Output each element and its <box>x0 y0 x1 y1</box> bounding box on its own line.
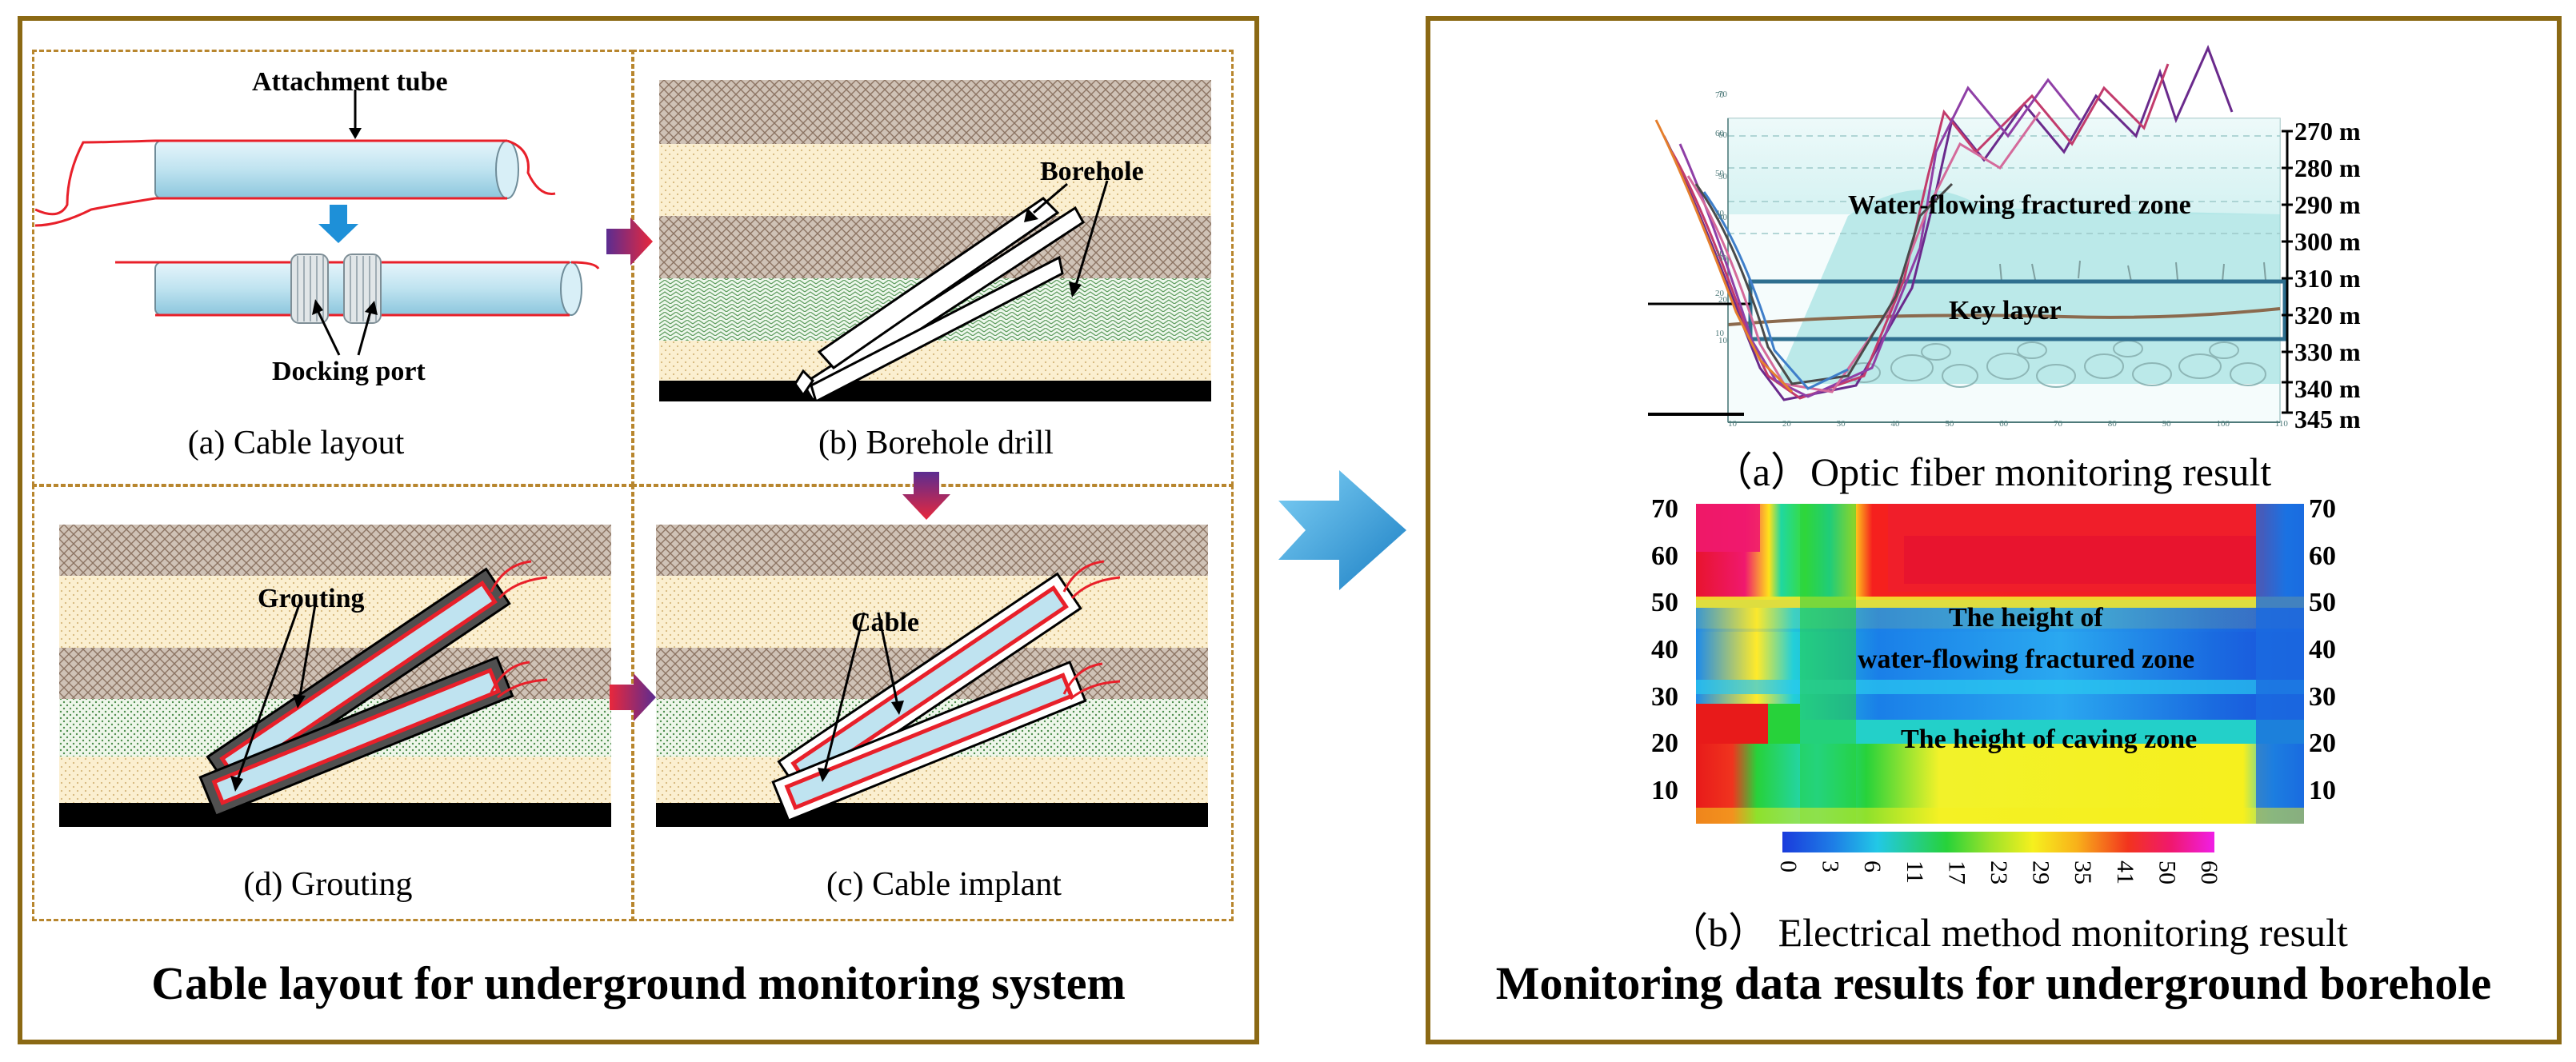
grouting-label: Grouting <box>258 584 365 613</box>
heatmap-y-tick: 10 <box>1651 775 1678 805</box>
heatmap-y-tick: 10 <box>2309 775 2336 805</box>
borehole-drill-drawing <box>659 80 1211 401</box>
heatmap-y-tick: 50 <box>2309 588 2336 618</box>
caption-b: (b) Borehole drill <box>818 425 1054 461</box>
fiber-x-tick: 90 <box>2162 419 2171 429</box>
arrow-a-to-b <box>606 218 653 266</box>
heatmap-y-tick: 30 <box>2309 681 2336 712</box>
depth-label: 300 m <box>2294 227 2361 256</box>
depth-scale: 270 m 280 m 290 m 300 m 310 m 320 m 330 … <box>2294 114 2390 433</box>
fiber-x-tick: 100 <box>2216 419 2230 429</box>
svg-text:30: 30 <box>1715 249 1725 258</box>
colorbar-tick: 11 <box>1901 860 1928 884</box>
depth-label: 270 m <box>2294 117 2361 146</box>
heatmap-y-ticks-left: 70 60 50 40 30 20 10 <box>1651 494 1691 806</box>
heatmap-y-tick: 40 <box>1651 634 1678 665</box>
fractured-zone-label: Water-flowing fractured zone <box>1848 190 2191 220</box>
attachment-tube-label: Attachment tube <box>252 67 448 97</box>
heatmap-y-ticks-right: 70 60 50 40 30 20 10 <box>2309 494 2349 806</box>
colorbar-tick: 17 <box>1943 860 1970 884</box>
colorbar-tick: 6 <box>1859 860 1886 872</box>
key-layer-label: Key layer <box>1949 296 2062 325</box>
heatmap-y-tick: 70 <box>2309 494 2336 524</box>
big-transition-arrow <box>1278 470 1406 590</box>
depth-label: 320 m <box>2294 301 2361 329</box>
caption-c: (c) Cable implant <box>826 866 1062 903</box>
caption-electrical: （b） Electrical method monitoring result <box>1668 910 2348 955</box>
fiber-x-tick: 110 <box>2274 419 2288 429</box>
fiber-x-ticks: 10 20 30 40 50 60 70 80 90 100 110 <box>1728 419 2288 432</box>
colorbar-tick: 23 <box>1985 860 2012 884</box>
docking-port-label: Docking port <box>272 357 426 386</box>
colorbar-tick: 50 <box>2154 860 2181 884</box>
fiber-x-tick: 40 <box>1890 419 1900 429</box>
left-panel-title: Cable layout for underground monitoring … <box>151 957 1126 1009</box>
caption-d: (d) Grouting <box>243 866 413 903</box>
depth-ticks <box>2282 130 2293 414</box>
colorbar-tick: 35 <box>2070 860 2097 884</box>
depth-label: 330 m <box>2294 337 2361 366</box>
cable-implant-drawing <box>656 525 1208 827</box>
fiber-x-tick: 10 <box>1728 419 1737 429</box>
depth-label: 310 m <box>2294 264 2361 293</box>
heatmap-y-tick: 60 <box>1651 541 1678 571</box>
depth-label: 340 m <box>2294 374 2361 403</box>
arrow-c-to-d <box>610 673 656 721</box>
depth-label: 280 m <box>2294 154 2361 182</box>
heatmap-y-tick: 40 <box>2309 634 2336 665</box>
colorbar-ticks: 0 3 6 11 17 23 29 35 41 50 60 <box>1774 860 2222 900</box>
arrow-b-to-c <box>902 472 950 520</box>
heatmap-note-2: The height of caving zone <box>1901 725 2198 754</box>
svg-text:70: 70 <box>1715 90 1725 100</box>
electrical-heatmap <box>1696 504 2304 824</box>
fiber-y-tick: 40 <box>1718 212 1727 222</box>
heatmap-y-tick: 30 <box>1651 681 1678 712</box>
grouting-drawing <box>59 525 611 827</box>
colorbar-tick: 60 <box>2195 860 2222 884</box>
heatmap-y-tick: 70 <box>1651 494 1678 524</box>
svg-text:50: 50 <box>1715 169 1725 178</box>
fiber-y-ticks: 70 60 50 40 30 20 10 <box>1718 90 1733 345</box>
heatmap-note-1b: water-flowing fractured zone <box>1858 645 2195 674</box>
right-panel-title: Monitoring data results for underground … <box>1495 957 2492 1009</box>
fiber-y-tick: 60 <box>1718 130 1727 141</box>
svg-text:40: 40 <box>1715 209 1725 218</box>
heatmap-note-1a: The height of <box>1949 603 2103 633</box>
colorbar <box>1782 832 2214 852</box>
fiber-x-tick: 20 <box>1782 419 1791 429</box>
heatmap-y-tick: 60 <box>2309 541 2336 571</box>
heatmap-y-tick: 20 <box>1651 729 1678 759</box>
fiber-x-tick: 50 <box>1945 419 1954 429</box>
fiber-x-tick: 60 <box>1999 419 2009 429</box>
svg-text:60: 60 <box>1715 129 1725 138</box>
colorbar-tick: 0 <box>1775 860 1802 872</box>
svg-text:20: 20 <box>1715 289 1725 298</box>
cable-layout-drawing <box>35 90 600 356</box>
fiber-x-tick: 30 <box>1836 419 1846 429</box>
colorbar-tick: 29 <box>2027 860 2054 884</box>
depth-label: 290 m <box>2294 190 2361 219</box>
svg-text:10: 10 <box>1715 329 1725 338</box>
caption-a: (a) Cable layout <box>187 425 405 461</box>
heatmap-y-tick: 20 <box>2309 729 2336 759</box>
cable-label: Cable <box>851 608 919 637</box>
fiber-y-tick: 10 <box>1718 335 1727 345</box>
borehole-label: Borehole <box>1040 157 1144 186</box>
fiber-x-tick: 70 <box>2053 419 2062 429</box>
optic-fiber-plot: 70 60 50 40 30 20 10 <box>1648 45 2287 423</box>
heatmap-y-tick: 50 <box>1651 588 1678 618</box>
depth-label: 345 m <box>2294 405 2361 433</box>
fiber-y-tick: 50 <box>1718 171 1727 182</box>
fiber-x-tick: 80 <box>2107 419 2117 429</box>
fiber-y-tick: 70 <box>1718 90 1727 99</box>
colorbar-tick: 41 <box>2111 860 2138 884</box>
colorbar-tick: 3 <box>1817 860 1844 872</box>
caption-fiber: （a）Optic fiber monitoring result <box>1712 449 2272 494</box>
fiber-y-tick: 30 <box>1718 254 1727 264</box>
fiber-y-tick: 20 <box>1718 294 1727 305</box>
